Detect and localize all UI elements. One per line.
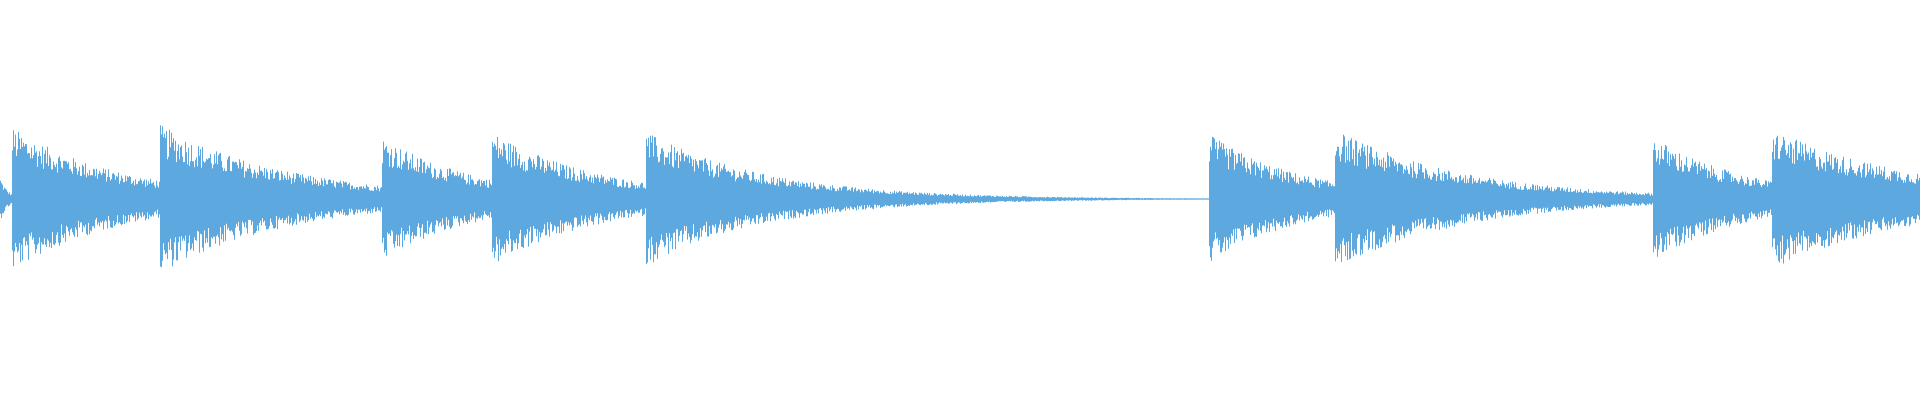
waveform-amplitude-path — [0, 125, 1920, 268]
waveform-bars — [0, 125, 1920, 268]
